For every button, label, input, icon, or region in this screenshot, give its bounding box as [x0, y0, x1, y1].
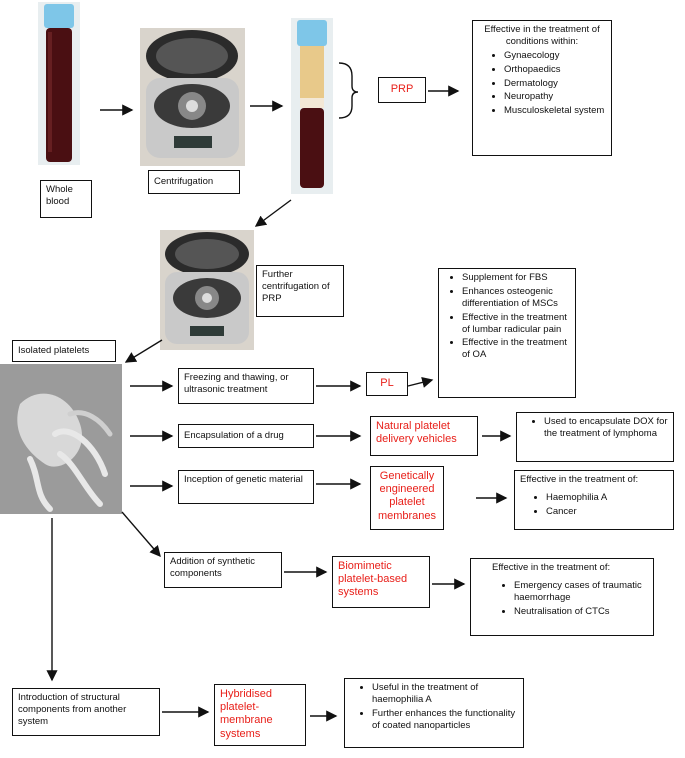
- encapsulation-text: Encapsulation of a drug: [184, 430, 284, 441]
- biomimetic-systems-text: Biomimetic platelet-based systems: [338, 560, 408, 599]
- whole-blood-tube-image: [38, 2, 80, 165]
- synthetic-components-box: Addition of synthetic components: [164, 552, 282, 588]
- genetic-effects-box: Effective in the treatment of: Haemophil…: [514, 470, 674, 530]
- genetic-effect-item: Haemophilia A: [546, 492, 668, 504]
- conditions-box: Effective in the treatment of conditions…: [472, 20, 612, 156]
- encapsulation-box: Encapsulation of a drug: [178, 424, 314, 448]
- centrifuge-image-2: [160, 230, 254, 350]
- hybridised-systems-text: Hybridised platelet-membrane systems: [220, 688, 273, 740]
- hybrid-effects-box: Useful in the treatment of haemophilia A…: [344, 678, 524, 748]
- genetic-effects-list: Haemophilia A Cancer: [520, 492, 668, 518]
- structural-components-box: Introduction of structural components fr…: [12, 688, 160, 736]
- hybrid-effect-item: Useful in the treatment of haemophilia A: [372, 682, 518, 706]
- biomimetic-effect-item: Neutralisation of CTCs: [514, 606, 648, 618]
- hybrid-effect-item: Further enhances the functionality of co…: [372, 708, 518, 732]
- condition-item: Orthopaedics: [504, 64, 606, 76]
- fbs-effect-item: Effective in the treatment of lumbar rad…: [462, 312, 570, 336]
- prp-label: PRP: [378, 77, 426, 103]
- fbs-effect-item: Enhances osteogenic differentiation of M…: [462, 286, 570, 310]
- dox-item: Used to encapsulate DOX for the treatmen…: [544, 416, 668, 440]
- centrifugation-label: Centrifugation: [148, 170, 240, 194]
- fbs-effect-item: Effective in the treatment of OA: [462, 337, 570, 361]
- separated-blood-tube-image: [291, 18, 333, 194]
- centrifuge-image: [140, 28, 245, 166]
- freezing-text: Freezing and thawing, or ultrasonic trea…: [184, 372, 289, 395]
- hybrid-effects-list: Useful in the treatment of haemophilia A…: [350, 682, 518, 732]
- whole-blood-label: Whole blood: [40, 180, 92, 218]
- further-centrifugation-text: Further centrifugation of PRP: [262, 269, 330, 304]
- dox-list: Used to encapsulate DOX for the treatmen…: [522, 416, 668, 440]
- conditions-list: Gynaecology Orthopaedics Dermatology Neu…: [478, 50, 606, 117]
- pl-label: PL: [366, 372, 408, 396]
- freezing-box: Freezing and thawing, or ultrasonic trea…: [178, 368, 314, 404]
- isolated-platelets-text: Isolated platelets: [18, 345, 90, 356]
- condition-item: Gynaecology: [504, 50, 606, 62]
- natural-vehicles-label: Natural platelet delivery vehicles: [370, 416, 478, 456]
- engineered-membranes-label: Genetically engineered platelet membrane…: [370, 466, 444, 530]
- biomimetic-effects-list: Emergency cases of traumatic haemorrhage…: [476, 580, 648, 618]
- genetic-effect-item: Cancer: [546, 506, 668, 518]
- conditions-title: Effective in the treatment of conditions…: [484, 24, 600, 47]
- platelet-sem-image: [0, 364, 122, 514]
- prp-text: PRP: [390, 83, 414, 95]
- biomimetic-effects-title: Effective in the treatment of:: [492, 562, 611, 573]
- natural-vehicles-text: Natural platelet delivery vehicles: [376, 420, 457, 446]
- genetic-material-text: Inception of genetic material: [184, 474, 303, 485]
- condition-item: Dermatology: [504, 78, 606, 90]
- biomimetic-systems-label: Biomimetic platelet-based systems: [332, 556, 430, 608]
- structural-components-text: Introduction of structural components fr…: [18, 692, 127, 727]
- biomimetic-effects-box: Effective in the treatment of: Emergency…: [470, 558, 654, 636]
- biomimetic-effect-item: Emergency cases of traumatic haemorrhage: [514, 580, 648, 604]
- whole-blood-text: Whole blood: [46, 184, 73, 207]
- hybridised-systems-label: Hybridised platelet-membrane systems: [214, 684, 306, 746]
- condition-item: Musculoskeletal system: [504, 105, 606, 117]
- dox-box: Used to encapsulate DOX for the treatmen…: [516, 412, 674, 462]
- fbs-effects-box: Supplement for FBS Enhances osteogenic d…: [438, 268, 576, 398]
- further-centrifugation-label: Further centrifugation of PRP: [256, 265, 344, 317]
- isolated-platelets-label: Isolated platelets: [12, 340, 116, 362]
- synthetic-components-text: Addition of synthetic components: [170, 556, 256, 579]
- engineered-membranes-text: Genetically engineered platelet membrane…: [377, 470, 437, 522]
- pl-text: PL: [380, 377, 394, 389]
- fbs-effects-list: Supplement for FBS Enhances osteogenic d…: [444, 272, 570, 361]
- centrifugation-text: Centrifugation: [154, 176, 214, 187]
- genetic-material-box: Inception of genetic material: [178, 470, 314, 504]
- condition-item: Neuropathy: [504, 91, 606, 103]
- fbs-effect-item: Supplement for FBS: [462, 272, 570, 284]
- genetic-effects-title: Effective in the treatment of:: [520, 474, 639, 485]
